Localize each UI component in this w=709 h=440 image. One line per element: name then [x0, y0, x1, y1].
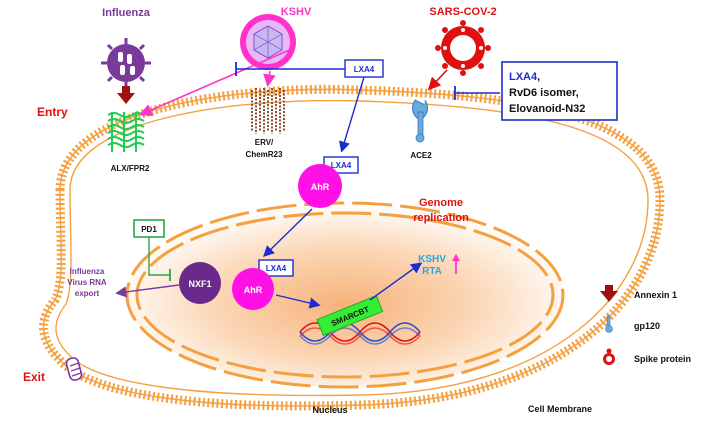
sars-inhibitor-line-2: RvD6 isomer,	[509, 87, 579, 99]
influenza-virus-icon	[101, 38, 151, 88]
upregulation-arrow-icon	[452, 254, 460, 274]
alx-fpr2-receptor-icon	[107, 112, 145, 152]
lxa4-to-ahr-arrow	[339, 76, 365, 153]
sars-inhibitor-line-3: Elovanoid-N32	[509, 103, 585, 115]
annexin-1-icon	[117, 86, 135, 104]
influenza-export-line-3: export	[75, 289, 100, 298]
ahr-nucleus-node	[232, 268, 274, 310]
ahr-to-smarcb1-arrow	[275, 294, 321, 309]
ace2-label: ACE2	[410, 151, 432, 160]
legend: Annexin 1 gp120 Spike protein	[600, 285, 691, 365]
influenza-export-line-1: Influenza	[70, 267, 105, 276]
smarcb1-to-rta-arrow	[369, 262, 423, 301]
sars-cov-2-label: SARS-COV-2	[429, 6, 496, 18]
kshv-label: KSHV	[281, 6, 312, 18]
kshv-to-erv-arrow	[263, 70, 276, 88]
nxf1-node	[179, 262, 221, 304]
kshv-virus-icon	[240, 14, 296, 70]
erv-label: ERV/	[255, 138, 274, 147]
chemr23-label: ChemR23	[246, 150, 283, 159]
influenza-label: Influenza	[102, 7, 151, 19]
lxa4-nucleus-label: LXA4	[266, 264, 287, 273]
ahr-cytoplasm-label: AhR	[311, 182, 330, 192]
sars-inhibitor-box	[501, 61, 618, 121]
kshv-to-alx-arrow	[139, 47, 295, 117]
erv-chemr23-receptor-icon	[251, 88, 285, 134]
pd1-label: PD1	[141, 225, 157, 234]
gp120-legend-icon	[605, 315, 613, 333]
pd1-inhibition-line	[148, 237, 170, 276]
sars-to-ace2-arrow	[427, 69, 448, 91]
lxa4-top-label: LXA4	[354, 65, 375, 74]
ahr-cytoplasm-node	[298, 164, 342, 208]
spike-protein-legend-icon	[603, 348, 615, 365]
sars-cov-2-virus-icon	[435, 20, 491, 76]
sars-inhibitor-line-1: LXA4,	[509, 71, 540, 83]
nxf1-export-arrow	[115, 284, 180, 298]
ace2-receptor-icon	[411, 99, 429, 143]
alx-fpr2-label: ALX/FPR2	[111, 164, 150, 173]
entry-label: Entry	[37, 105, 68, 119]
ahr-translocation-arrow	[262, 208, 313, 257]
annexin-legend-label: Annexin 1	[634, 290, 677, 300]
spike-protein-legend-label: Spike protein	[634, 354, 691, 364]
kshv-rta-line-2: RTA	[422, 266, 442, 277]
nxf1-label: NXF1	[188, 279, 211, 289]
exiting-virion-icon	[65, 357, 83, 381]
ahr-nucleus-label: AhR	[244, 285, 263, 295]
genome-label: Genome	[419, 197, 463, 209]
lxa4-nucleus-box	[258, 259, 294, 277]
kshv-rta-line-1: KSHV	[418, 254, 446, 265]
nucleus-label: Nucleus	[312, 405, 347, 415]
exit-label: Exit	[23, 370, 45, 384]
influenza-export-line-2: Virus RNA	[67, 278, 107, 287]
sars-inhibitor-comma: ,	[537, 71, 540, 83]
cell-membrane-label: Cell Membrane	[528, 404, 592, 414]
replication-label: replication	[413, 212, 469, 224]
gp120-legend-label: gp120	[634, 321, 660, 331]
sars-inhibitor-lxa4: LXA4	[509, 71, 538, 83]
lxa4-cytoplasm-label: LXA4	[331, 161, 352, 170]
cell-membrane	[39, 84, 665, 411]
annexin-legend-icon	[600, 285, 618, 302]
